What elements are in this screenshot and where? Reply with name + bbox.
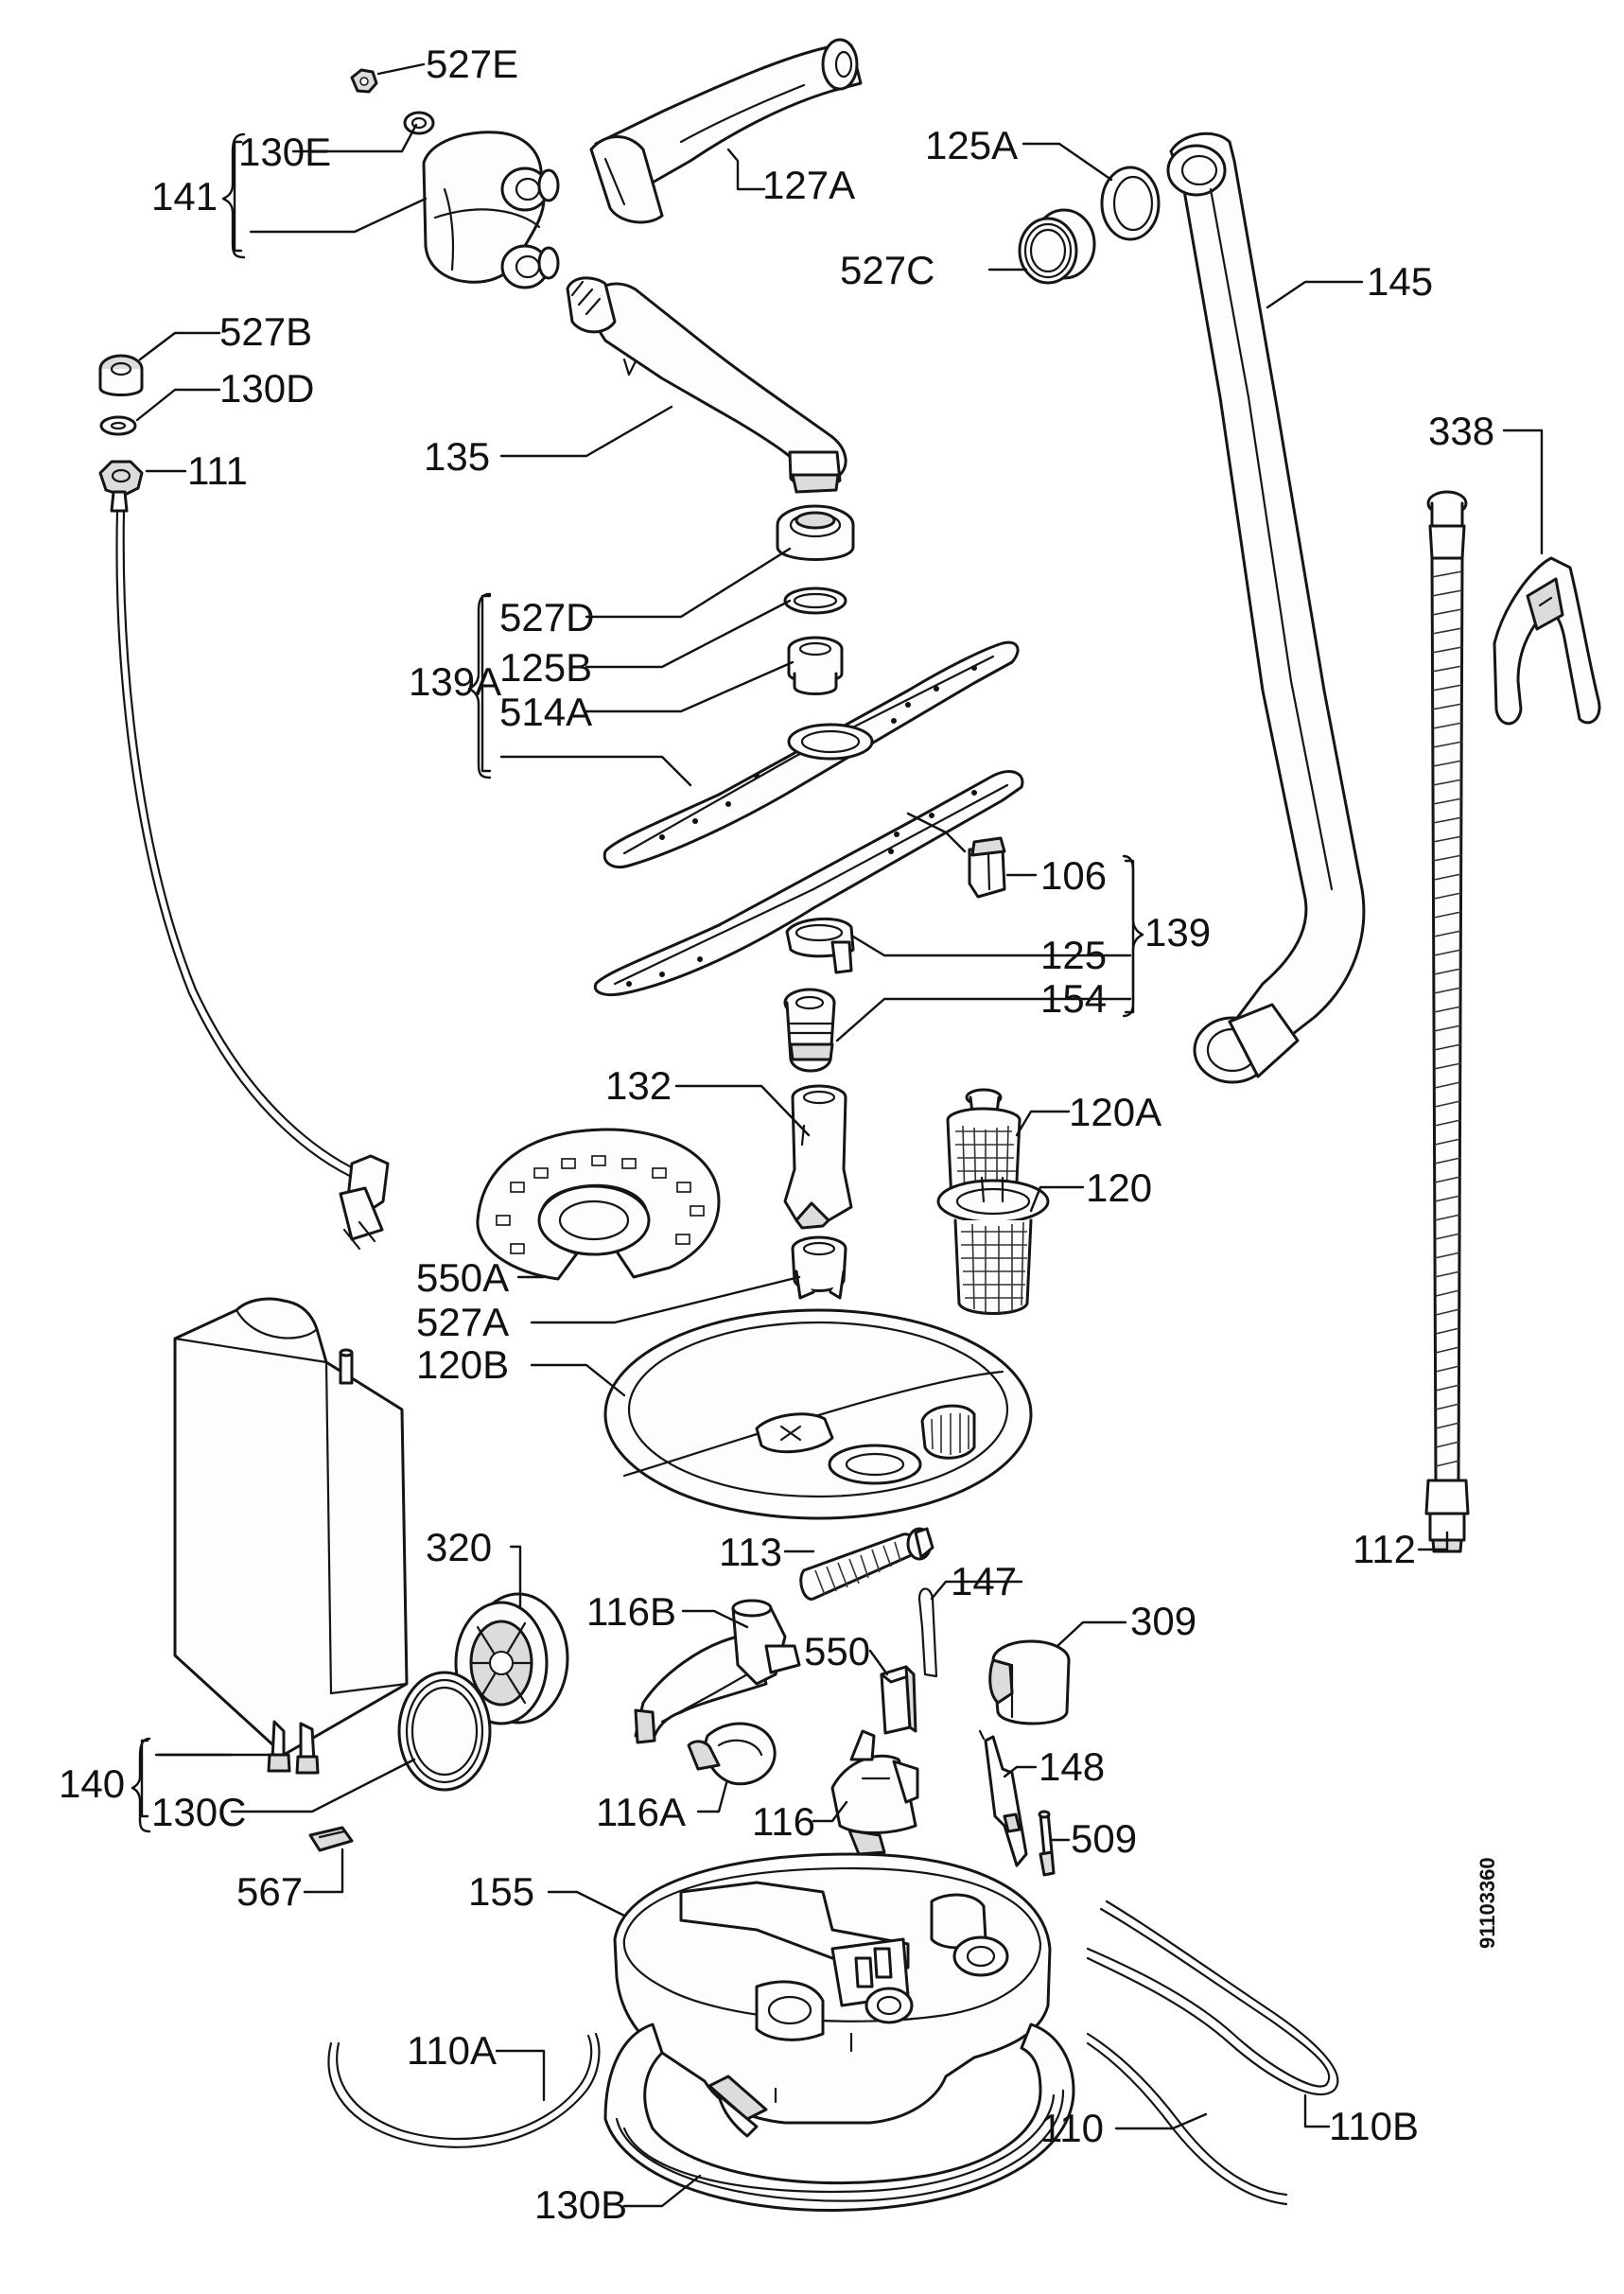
label-145: 145 xyxy=(1367,259,1433,304)
part-509-pin xyxy=(1038,1810,1056,1877)
label-527c: 527C xyxy=(840,248,934,292)
part-110a-hose xyxy=(327,2032,601,2148)
label-127a: 127A xyxy=(762,163,855,207)
label-130d: 130D xyxy=(219,366,314,411)
leader-lines xyxy=(135,62,1544,2208)
label-120a: 120A xyxy=(1069,1090,1161,1134)
label-550: 550 xyxy=(804,1629,870,1673)
label-120: 120 xyxy=(1086,1165,1152,1210)
part-139a-upper-spray-arm xyxy=(602,640,1020,868)
label-130b: 130B xyxy=(534,2182,627,2227)
label-154: 154 xyxy=(1040,976,1107,1021)
part-527d-bushing xyxy=(776,504,855,561)
label-155: 155 xyxy=(468,1869,534,1914)
label-527e: 527E xyxy=(426,42,518,86)
label-509: 509 xyxy=(1071,1816,1137,1861)
part-550a-filter-plate xyxy=(476,1128,721,1281)
label-132: 132 xyxy=(605,1063,672,1108)
part-130d-washer xyxy=(99,415,137,436)
label-309: 309 xyxy=(1130,1599,1196,1643)
label-135: 135 xyxy=(424,434,490,479)
label-550a: 550A xyxy=(416,1255,509,1300)
part-130c-ring xyxy=(397,1671,492,1792)
part-567-clip xyxy=(308,1826,354,1852)
label-338: 338 xyxy=(1428,409,1494,453)
label-140: 140 xyxy=(59,1761,125,1806)
label-514a: 514A xyxy=(499,690,592,734)
part-130b-seal-ring xyxy=(603,2023,1075,2213)
part-130e-washer xyxy=(403,111,435,135)
part-120-coarse-filter xyxy=(936,1176,1050,1315)
part-147-wire xyxy=(917,1587,938,1678)
part-125-clip xyxy=(785,917,855,974)
label-113: 113 xyxy=(719,1530,782,1574)
label-130c: 130C xyxy=(151,1790,246,1834)
label-120b: 120B xyxy=(416,1342,509,1387)
part-141-manifold xyxy=(422,131,560,289)
part-111-sensor-hose xyxy=(98,460,390,1251)
part-148-bracket xyxy=(978,1729,1028,1867)
part-116b-valve xyxy=(634,1599,801,1744)
part-514a-bushing xyxy=(787,636,844,695)
part-110b-hose xyxy=(1086,1900,1339,2096)
part-309-cap xyxy=(988,1639,1071,1725)
part-127a-tube xyxy=(589,38,863,224)
part-132-pipe xyxy=(783,1084,853,1230)
part-338-clip xyxy=(1493,556,1601,726)
label-141: 141 xyxy=(151,174,218,219)
part-113-filter-tube xyxy=(799,1527,934,1601)
label-125a: 125A xyxy=(925,123,1018,167)
part-106-clip xyxy=(968,836,1006,899)
label-116b: 116B xyxy=(586,1589,676,1634)
part-120b-filter-disc xyxy=(603,1308,1033,1520)
label-320: 320 xyxy=(426,1525,492,1569)
part-110-hose xyxy=(1086,2032,1288,2206)
part-116-valve-body xyxy=(830,1729,919,1856)
callout-labels: 527E 130E 141 127A 125A 527C 145 527B 13… xyxy=(59,42,1494,2227)
brace-lines xyxy=(131,132,1144,1833)
label-110a: 110A xyxy=(407,2028,497,2073)
label-125: 125 xyxy=(1040,933,1107,977)
part-112-hose xyxy=(1424,490,1470,1553)
part-140-tank xyxy=(173,1297,409,1775)
document-number: 91103360 xyxy=(1476,1857,1499,1949)
part-527b-nut xyxy=(98,354,144,396)
label-110: 110 xyxy=(1040,2106,1104,2150)
label-116a: 116A xyxy=(596,1790,686,1834)
part-155-sump xyxy=(613,1852,1052,2138)
part-527c-bushing xyxy=(1018,208,1096,285)
label-111: 111 xyxy=(187,448,248,493)
label-125b: 125B xyxy=(499,645,592,690)
label-116: 116 xyxy=(752,1799,815,1844)
part-145-riser-pipe xyxy=(1166,131,1366,1084)
label-527b: 527B xyxy=(219,309,312,354)
label-139: 139 xyxy=(1144,910,1211,954)
part-154-bearing xyxy=(783,988,836,1073)
part-135-spray-tube xyxy=(566,276,847,494)
label-112: 112 xyxy=(1353,1527,1416,1571)
part-116a-flap xyxy=(687,1722,777,1786)
part-125a-ring xyxy=(1100,166,1161,241)
label-148: 148 xyxy=(1039,1744,1105,1789)
label-130e: 130E xyxy=(238,130,331,174)
label-147: 147 xyxy=(951,1559,1017,1603)
part-527a-bushing xyxy=(791,1235,847,1300)
part-550-block xyxy=(880,1665,917,1735)
label-139a: 139A xyxy=(409,659,501,704)
label-527a: 527A xyxy=(416,1300,509,1344)
part-527e-nut xyxy=(350,68,378,94)
part-139-lower-spray-arm xyxy=(593,770,1024,997)
label-110b: 110B xyxy=(1329,2104,1419,2148)
label-527d: 527D xyxy=(499,595,594,639)
label-567: 567 xyxy=(236,1869,303,1914)
part-125b-ring xyxy=(783,587,847,615)
label-106: 106 xyxy=(1040,853,1107,898)
